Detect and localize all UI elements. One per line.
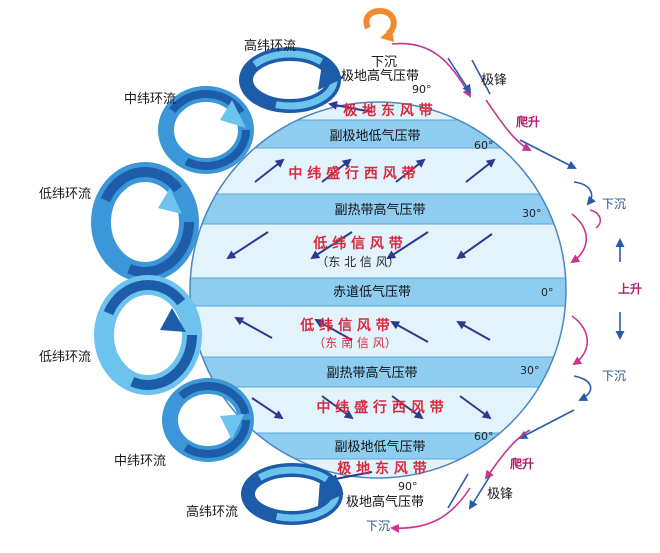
wind-arrow xyxy=(321,158,352,183)
band-subtropical-high-s xyxy=(190,357,566,387)
label-mid-cell-bottom: 中纬环流 xyxy=(114,454,166,469)
latitude-s90: 90° xyxy=(398,480,418,493)
cell-low-bottom xyxy=(94,275,202,395)
label-low-cell-top: 低纬环流 xyxy=(39,187,91,202)
label-polar-front-top: 极锋 xyxy=(481,73,507,88)
latitude-n90: 90° xyxy=(412,83,432,96)
band-subtropical-high-n xyxy=(190,194,566,224)
label-trade-s-sub: （东 南 信 风） xyxy=(313,335,396,350)
globe-outline xyxy=(189,101,567,479)
latitude-eq: 0° xyxy=(541,286,554,299)
latitude-n30: 30° xyxy=(522,207,542,220)
label-sink-s30: 下沉 xyxy=(602,369,626,383)
label-sink-bottom: 下沉 xyxy=(366,519,390,533)
wind-arrow xyxy=(390,321,429,343)
label-subtropical-high-n: 副热带高气压带 xyxy=(334,202,425,218)
wind-arrow xyxy=(314,319,353,341)
label-westerly-n: 中 纬 盛 行 西 风 带 xyxy=(288,165,415,182)
swirl-icon xyxy=(363,8,397,42)
cell-polar-bottom xyxy=(241,463,344,525)
label-trade-s: 低 纬 信 风 带 xyxy=(299,317,390,334)
label-climb-top: 爬升 xyxy=(515,114,540,129)
label-subpolar-low-s: 副极地低气压带 xyxy=(334,439,425,455)
cell-mid-top xyxy=(158,86,254,174)
latitude-s30: 30° xyxy=(520,364,540,377)
wind-arrow xyxy=(395,158,426,183)
label-polar-front-bottom: 极锋 xyxy=(487,487,513,502)
label-subpolar-low-n: 副极地低气压带 xyxy=(329,128,420,144)
label-trade-n: 低 纬 信 风 带 xyxy=(312,235,403,252)
wind-arrow xyxy=(456,233,493,260)
label-rise-eq: 上升 xyxy=(618,281,642,296)
wind-arrow xyxy=(456,321,491,341)
label-sink-top: 下沉 xyxy=(371,55,397,70)
label-polar-cell-top: 高纬环流 xyxy=(244,38,296,54)
circulation-cells xyxy=(91,8,397,525)
label-equator-low: 赤道低气压带 xyxy=(333,284,411,300)
cell-polar-top xyxy=(239,47,344,113)
wind-arrow xyxy=(459,395,492,420)
latitude-s60: 60° xyxy=(474,430,494,443)
label-low-cell-bottom: 低纬环流 xyxy=(39,350,91,365)
wind-arrows xyxy=(226,100,496,484)
wind-arrow xyxy=(226,231,269,260)
label-polar-easterly-n: 极 地 东 风 带 xyxy=(343,102,433,119)
wind-arrow xyxy=(254,158,285,183)
label-polar-high-s: 极地高气压带 xyxy=(346,494,424,510)
label-sink-n30: 下沉 xyxy=(602,197,626,211)
label-polar-easterly-s: 极 地 东 风 带 xyxy=(337,460,427,477)
side-circulation xyxy=(390,42,625,533)
wind-arrow xyxy=(391,395,424,420)
label-mid-cell-top: 中纬环流 xyxy=(124,92,176,107)
wind-arrow xyxy=(386,231,429,260)
wind-arrow xyxy=(328,100,373,113)
wind-arrow xyxy=(328,471,373,484)
wind-arrow xyxy=(321,395,354,420)
label-polar-high-n: 极地高气压带 xyxy=(341,68,419,84)
latitude-n60: 60° xyxy=(474,139,494,152)
cell-mid-bottom xyxy=(162,378,254,462)
wind-arrow xyxy=(234,317,273,339)
label-polar-cell-bottom: 高纬环流 xyxy=(186,504,238,520)
label-subtropical-high-s: 副热带高气压带 xyxy=(326,365,417,381)
wind-arrow xyxy=(251,397,284,420)
band-equator-low xyxy=(190,278,566,306)
wind-arrow xyxy=(310,231,353,260)
wind-arrow xyxy=(465,158,496,183)
label-westerly-s: 中 纬 盛 行 西 风 带 xyxy=(316,399,443,416)
label-trade-n-sub: （东 北 信 风） xyxy=(316,255,399,269)
cell-low-top xyxy=(91,162,199,282)
label-climb-bottom: 爬升 xyxy=(509,456,534,471)
